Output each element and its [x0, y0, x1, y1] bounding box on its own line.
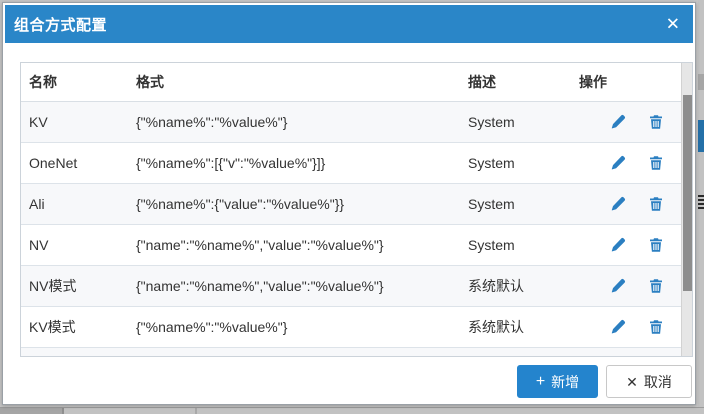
- table-row-partial: [21, 348, 692, 356]
- background-divider: [195, 408, 197, 414]
- table-row: Ali {"%name%":{"value":"%value%"}} System: [21, 184, 692, 225]
- trash-delete-icon[interactable]: [648, 237, 664, 253]
- cell-description: 系统默认: [468, 319, 524, 335]
- cancel-button[interactable]: ✕ 取消: [606, 365, 692, 398]
- pencil-edit-icon[interactable]: [610, 114, 626, 130]
- combination-config-dialog: 组合方式配置 ✕ 名称 格式 描述 操作 KV {"%name%":"%value…: [2, 2, 696, 405]
- column-header-format: 格式: [136, 74, 164, 90]
- trash-delete-icon[interactable]: [648, 196, 664, 212]
- pencil-edit-icon[interactable]: [610, 319, 626, 335]
- cell-operations: [568, 143, 681, 183]
- cell-operations: [568, 102, 681, 142]
- background-page-right-edge: [698, 0, 704, 414]
- cell-name: NV: [29, 237, 49, 253]
- cell-format: {"name":"%name%","value":"%value%"}: [136, 278, 384, 294]
- pencil-edit-icon[interactable]: [610, 155, 626, 171]
- cell-name: KV: [29, 114, 48, 130]
- cell-description: System: [468, 196, 515, 212]
- background-segment: [698, 120, 704, 152]
- close-icon[interactable]: ✕: [665, 14, 680, 34]
- column-header-operations: 操作: [579, 74, 607, 90]
- cell-description: 系统默认: [468, 278, 524, 294]
- table-row: OneNet {"%name%":[{"v":"%value%"}]} System: [21, 143, 692, 184]
- cell-format: {"%name%":"%value%"}: [136, 319, 288, 335]
- table-row: KV模式 {"%name%":"%value%"} 系统默认: [21, 307, 692, 348]
- dialog-header: 组合方式配置 ✕: [5, 5, 693, 43]
- pencil-edit-icon[interactable]: [610, 237, 626, 253]
- cell-name: Ali: [29, 196, 45, 212]
- trash-delete-icon[interactable]: [648, 155, 664, 171]
- scrollbar-thumb[interactable]: [683, 95, 692, 291]
- background-page-bottom-edge: [0, 407, 704, 414]
- cell-name: NV模式: [29, 278, 77, 294]
- table-header-row: 名称 格式 描述 操作: [21, 63, 692, 102]
- table-row: NV模式 {"name":"%name%","value":"%value%"} 系…: [21, 266, 692, 307]
- cell-operations: [568, 266, 681, 306]
- cell-description: System: [468, 155, 515, 171]
- cell-name: OneNet: [29, 155, 78, 171]
- cell-operations: [568, 184, 681, 224]
- cell-description: System: [468, 237, 515, 253]
- table-scrollbar[interactable]: [681, 63, 692, 356]
- cell-description: System: [468, 114, 515, 130]
- dialog-title: 组合方式配置: [14, 16, 108, 34]
- trash-delete-icon[interactable]: [648, 319, 664, 335]
- trash-delete-icon[interactable]: [648, 114, 664, 130]
- plus-icon: +: [535, 372, 546, 390]
- cancel-button-label: 取消: [643, 373, 672, 390]
- table-row: NV {"name":"%name%","value":"%value%"} Sys…: [21, 225, 692, 266]
- cell-format: {"name":"%name%","value":"%value%"}: [136, 237, 384, 253]
- add-button[interactable]: + 新增: [517, 365, 598, 398]
- column-header-description: 描述: [468, 74, 496, 90]
- background-segment: [698, 74, 704, 90]
- cell-format: {"%name%":[{"v":"%value%"}]}: [136, 155, 326, 171]
- add-button-label: 新增: [551, 373, 580, 390]
- pencil-edit-icon[interactable]: [610, 278, 626, 294]
- cell-name: KV模式: [29, 319, 76, 335]
- background-segment: [0, 408, 64, 414]
- close-icon: ✕: [626, 373, 638, 390]
- pencil-edit-icon[interactable]: [610, 196, 626, 212]
- background-segment: [698, 195, 704, 209]
- cell-operations: [568, 307, 681, 347]
- cell-operations: [568, 225, 681, 265]
- cell-format: {"%name%":{"value":"%value%"}}: [136, 196, 345, 212]
- table-row: KV {"%name%":"%value%"} System: [21, 102, 692, 143]
- cell-format: {"%name%":"%value%"}: [136, 114, 288, 130]
- column-header-name: 名称: [29, 74, 57, 90]
- config-table: 名称 格式 描述 操作 KV {"%name%":"%value%"} System…: [20, 62, 693, 357]
- trash-delete-icon[interactable]: [648, 278, 664, 294]
